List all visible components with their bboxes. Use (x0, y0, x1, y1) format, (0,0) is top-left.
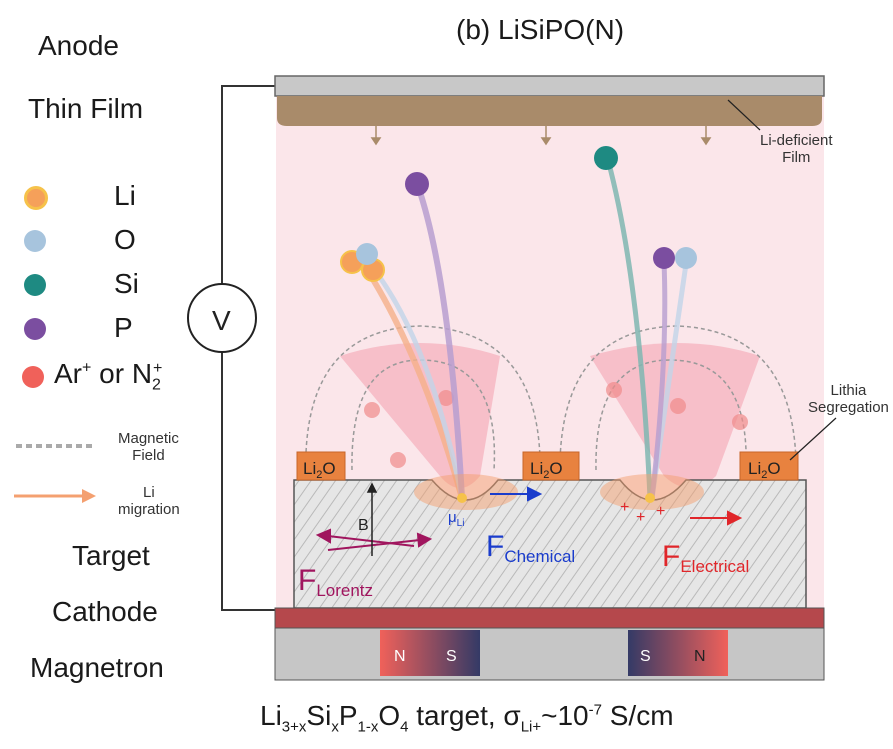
ion-particle (364, 402, 380, 418)
ion-legend-dot (22, 366, 44, 388)
o-legend-label: O (114, 224, 136, 255)
o-trail (368, 262, 465, 499)
ion-particle (438, 390, 454, 406)
si-legend-dot (24, 274, 46, 296)
li-legend-label: Li (114, 180, 136, 211)
svg-text:+: + (620, 499, 629, 516)
li-trail (359, 260, 465, 499)
li2o-label-right: Li2O (748, 459, 781, 481)
o-legend-dot (24, 230, 46, 252)
li2o-box-left (296, 451, 346, 481)
ion-particle (606, 382, 622, 398)
magnet-s-right: S (640, 648, 651, 665)
magnet-s-left: S (446, 648, 457, 665)
thin-film-label: Thin Film (28, 93, 144, 124)
p-atom (405, 172, 429, 196)
li2o-box-center (522, 451, 580, 481)
chemical-arrow (490, 486, 543, 502)
field-line-left-outer (304, 325, 541, 481)
erosion-glow-left (414, 474, 518, 510)
si-trail (605, 159, 653, 499)
ion-particle (670, 398, 686, 414)
cathode-plate (274, 607, 825, 629)
field-line-left-inner (351, 359, 496, 471)
li-source-right (645, 493, 655, 503)
li-migration-legend-arrow (14, 489, 96, 503)
p-atom (653, 247, 675, 269)
target-label: Target (72, 540, 150, 571)
anode-label: Anode (38, 30, 119, 61)
lithia-pointer (789, 417, 837, 461)
li-legend-dot (24, 186, 48, 210)
magnet-left (380, 630, 480, 676)
thin-film (277, 96, 822, 126)
magnetron-block (274, 627, 825, 681)
chemical-force-label: FChemical (486, 530, 575, 566)
magnetron-label: Magnetron (30, 652, 164, 683)
p-legend-dot (24, 318, 46, 340)
b-field-label: B (358, 517, 369, 534)
si-atom (594, 146, 618, 170)
deposition-arrows (370, 126, 712, 146)
anode-plate (274, 75, 825, 97)
cathode-label: Cathode (52, 596, 158, 627)
ion-particle (390, 452, 406, 468)
mu-li-label: μLi (448, 509, 464, 529)
ion-legend-label: Ar+ or N2+ (54, 358, 163, 394)
magnet-n-left: N (394, 648, 406, 665)
p-legend-label: P (114, 312, 133, 343)
p-trail-right (649, 261, 668, 499)
svg-text:+: + (656, 503, 665, 520)
charge-markers: + + + (620, 499, 665, 526)
electrical-arrow (690, 510, 743, 526)
b-vector (366, 482, 378, 556)
o-atom (675, 247, 697, 269)
p-trail (415, 185, 465, 499)
magnet-n-right: N (694, 648, 706, 665)
li2o-box-right (739, 451, 799, 481)
caption: Li3+xSixP1-xO4 target, σLi+~10-7 S/cm (260, 700, 674, 736)
voltmeter-label: V (212, 305, 231, 336)
svg-text:+: + (636, 509, 645, 526)
lorentz-force-label: FLorentz (298, 564, 373, 600)
li-source-left (457, 493, 467, 503)
ion-particle (732, 414, 748, 430)
si-legend-label: Si (114, 268, 139, 299)
li2o-label-center: Li2O (530, 459, 563, 481)
lorentz-arrows (315, 528, 433, 551)
voltmeter (187, 283, 257, 353)
electrical-force-label: FElectrical (662, 540, 749, 576)
erosion-glow-right (600, 474, 704, 510)
magnet-right (628, 630, 728, 676)
plume-right (590, 343, 760, 488)
li2o-label-left: Li2O (303, 459, 336, 481)
o-atom (356, 243, 378, 265)
li-deficient-pointer (727, 99, 761, 131)
diagram-title: (b) LiSiPO(N) (456, 14, 625, 45)
